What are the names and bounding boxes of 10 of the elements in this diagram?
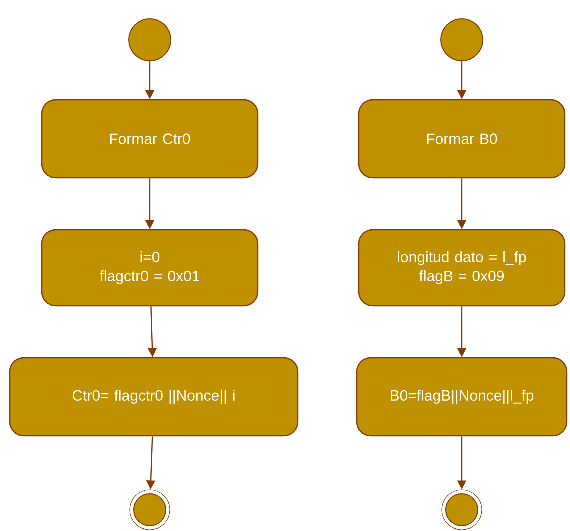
- action-box: B0=flagB||Nonce||l_fp: [356, 357, 568, 437]
- action-box: Formar B0: [358, 99, 566, 179]
- start-circle: [440, 18, 484, 62]
- action-box: Formar Ctr0: [41, 99, 259, 179]
- end-circle: [442, 490, 482, 530]
- start-circle: [128, 18, 172, 62]
- action-box: Ctr0= flagctr0 ||Nonce|| i: [9, 357, 299, 437]
- action-box: longitud dato = l_fp flagB = 0x09: [358, 229, 566, 307]
- end-circle: [130, 490, 170, 530]
- action-box: i=0 flagctr0 = 0x01: [41, 229, 259, 307]
